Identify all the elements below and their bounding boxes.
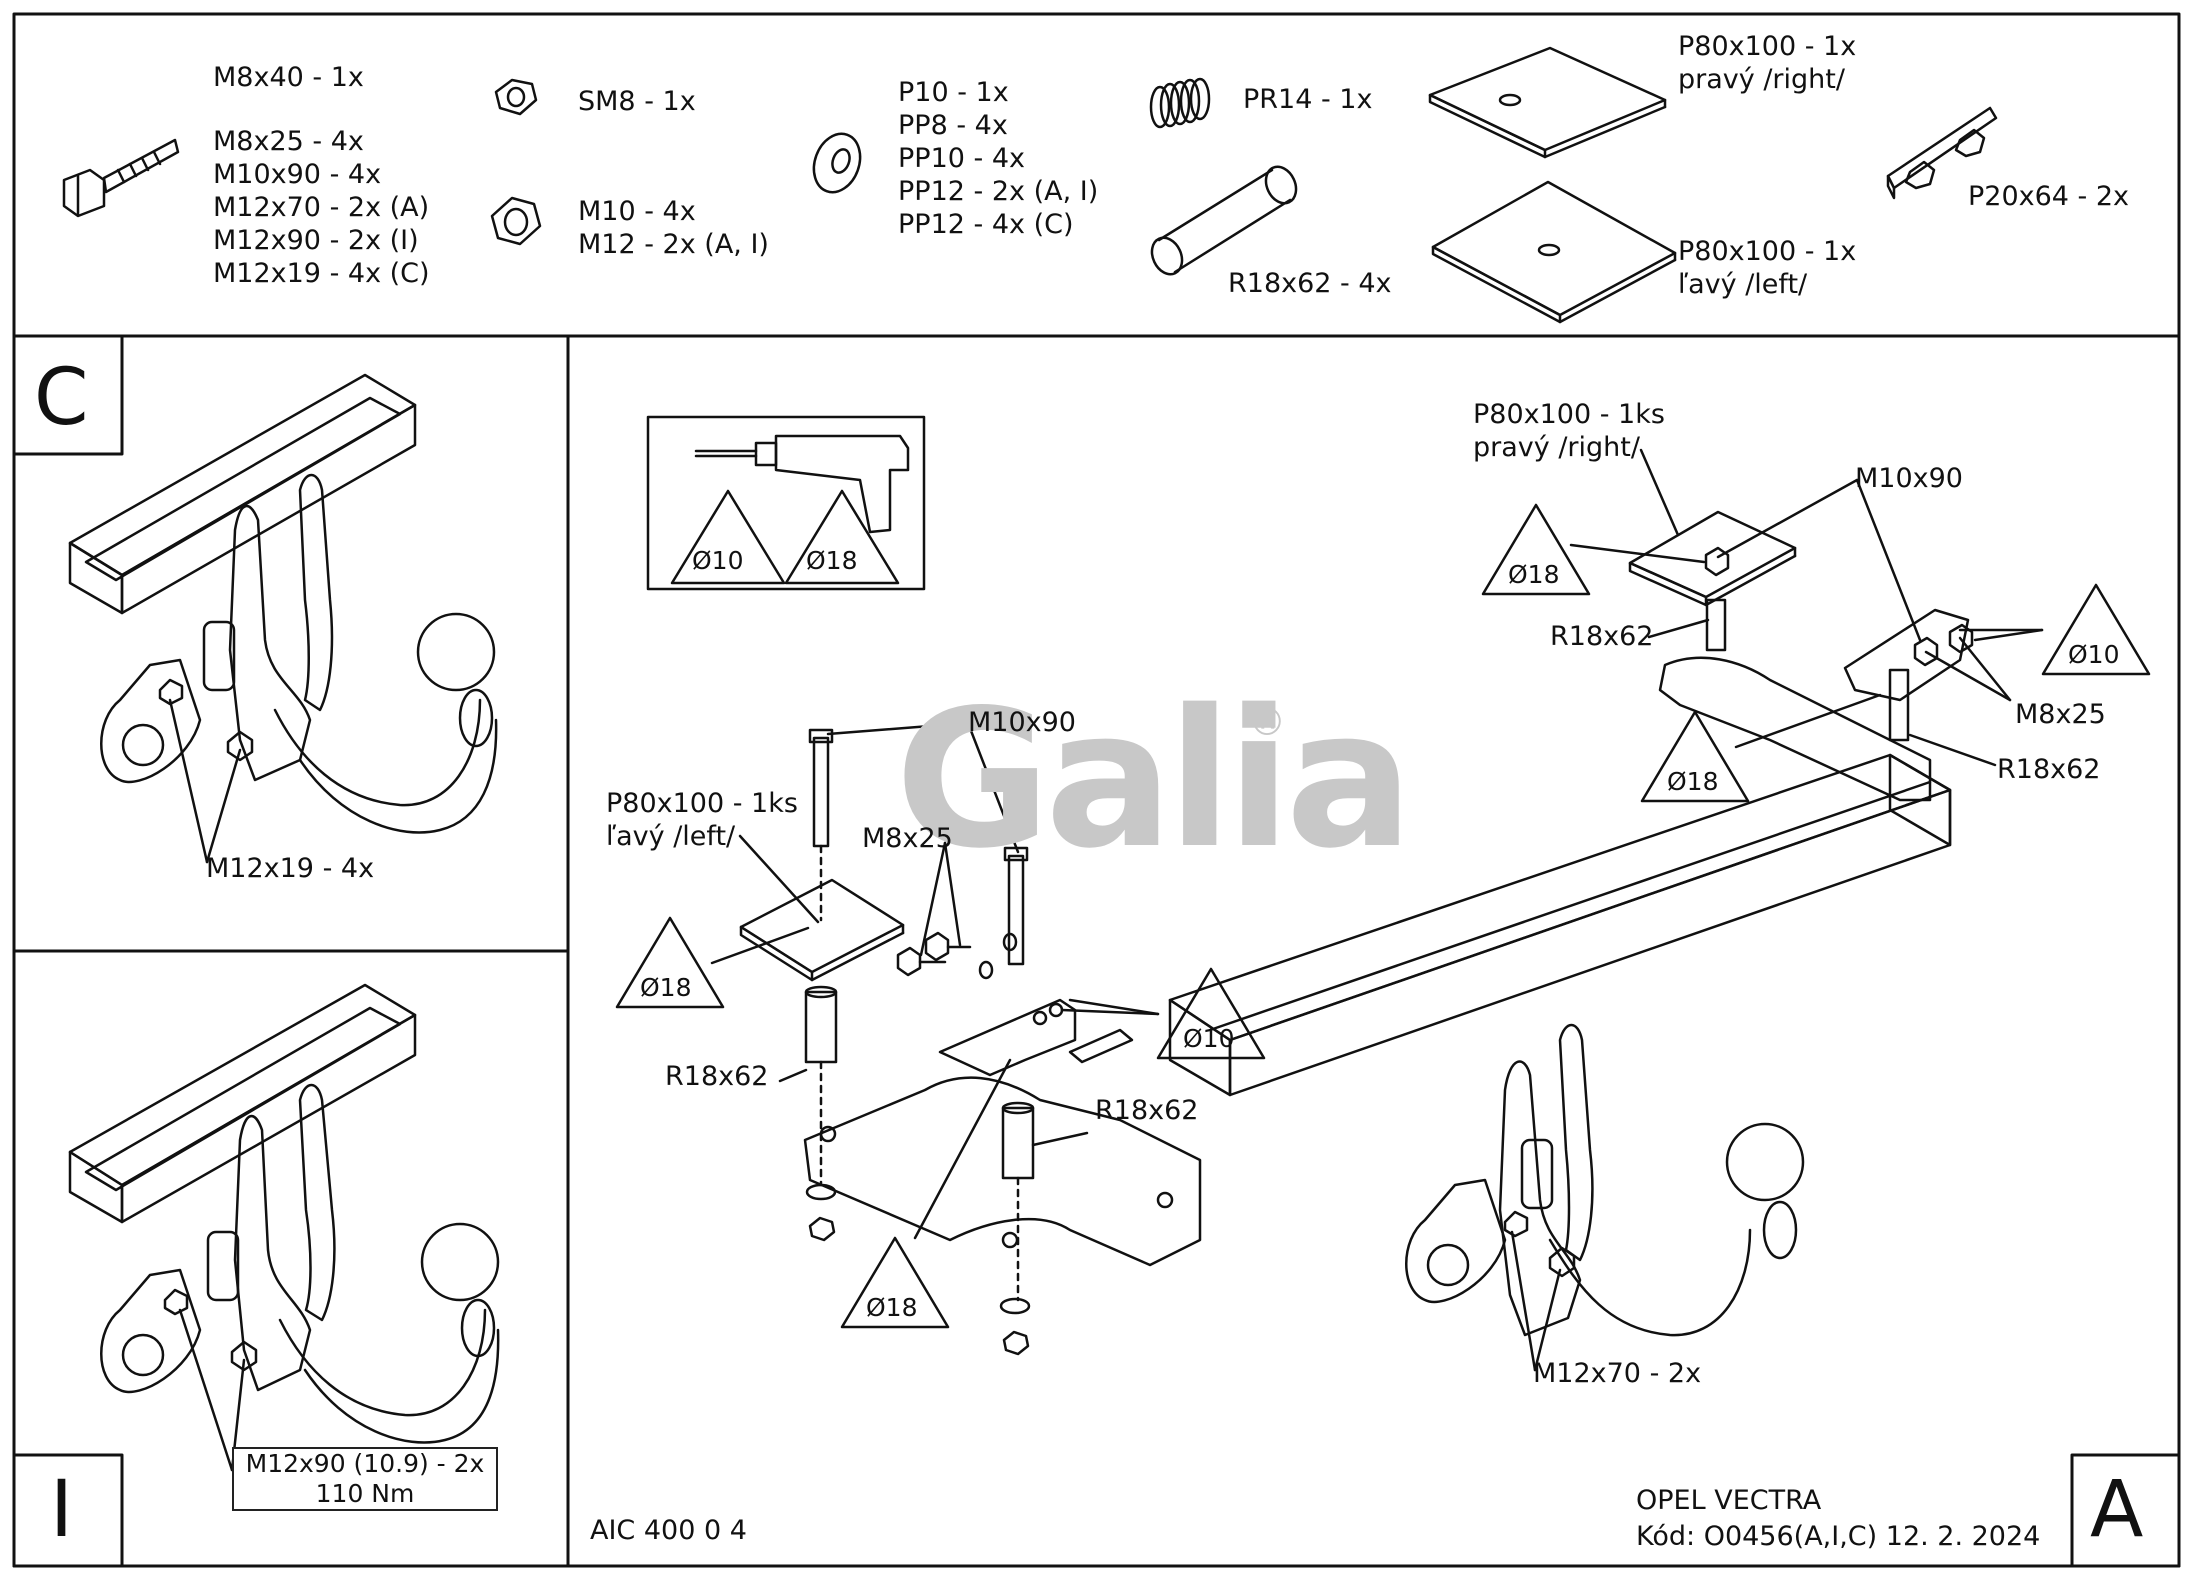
washer-p10-label: P10 - 1x	[898, 77, 1009, 108]
panel-a-drawing	[615, 448, 2151, 1372]
left-spacer1-label: R18x62	[665, 1061, 769, 1092]
right-spacer2-label: R18x62	[1997, 754, 2101, 785]
product-code: AIC 400 0 4	[590, 1515, 747, 1546]
plate-right-label: P80x100 - 1x pravý /right/	[1678, 30, 1856, 96]
washer-pp8-label: PP8 - 4x	[898, 110, 1008, 141]
plate-left-icon	[1431, 180, 1677, 324]
bolt-m8x40-icon	[62, 138, 180, 218]
right-lower-tri: Ø18	[1667, 767, 1719, 796]
left-bottom-tri: Ø18	[866, 1293, 918, 1322]
nut-m10-icon	[490, 196, 542, 246]
right-bracket-tri: Ø10	[2068, 640, 2120, 669]
washer-pp12-ai-label: PP12 - 2x (A, I)	[898, 176, 1099, 207]
spring-label: PR14 - 1x	[1243, 84, 1373, 115]
panel-c-letter: C	[34, 353, 89, 443]
panel-a-letter: A	[2090, 1465, 2144, 1555]
right-plate-tri: Ø18	[1508, 560, 1560, 589]
panel-c-callout: M12x19 - 4x	[206, 853, 375, 884]
bracket-label: P20x64 - 2x	[1968, 181, 2130, 212]
right-plate-side: pravý /right/	[1473, 432, 1640, 463]
nut-m12-label: M12 - 2x (A, I)	[578, 229, 769, 260]
washer-icon	[812, 132, 862, 194]
right-small-bolt-label: M8x25	[2015, 699, 2106, 730]
drill-box	[646, 415, 926, 591]
nut-list: M10 - 4x M12 - 2x (A, I)	[578, 195, 769, 261]
right-spacer1-label: R18x62	[1550, 621, 1654, 652]
vehicle-name: OPEL VECTRA	[1636, 1485, 1822, 1516]
panel-i-bolt: M12x90 (10.9) - 2x	[245, 1449, 485, 1478]
right-bolt-label: M10x90	[1855, 463, 1963, 494]
panel-c-drawing	[68, 373, 498, 834]
right-plate-label: P80x100 - 1ks pravý /right/	[1473, 398, 1665, 464]
bolt-m8x25-label: M8x25 - 4x	[213, 126, 364, 157]
frame	[12, 12, 2181, 1568]
plate-right-icon	[1428, 46, 1667, 159]
left-plate-code: P80x100 - 1ks	[606, 788, 798, 819]
bolt-m12x19-label: M12x19 - 4x (C)	[213, 258, 430, 289]
left-bolt-label: M10x90	[968, 707, 1076, 738]
left-bracket-tri: Ø10	[1183, 1024, 1235, 1053]
bolt-m12x90-label: M12x90 - 2x (I)	[213, 225, 419, 256]
left-plate-side: ľavý /left/	[606, 821, 736, 852]
spring-icon	[1149, 77, 1211, 129]
panel-i-drawing	[68, 983, 500, 1472]
bolt-m12x70-label: M12x70 - 2x (A)	[213, 192, 430, 223]
nut-m10-label: M10 - 4x	[578, 196, 696, 227]
left-plate-label: P80x100 - 1ks ľavý /left/	[606, 787, 798, 853]
panel-i-callout: M12x90 (10.9) - 2x 110 Nm	[232, 1447, 498, 1511]
plate-left-code: P80x100 - 1x	[1678, 236, 1857, 267]
plate-left-label: P80x100 - 1x ľavý /left/	[1678, 235, 1856, 301]
plate-right-side: pravý /right/	[1678, 64, 1845, 95]
nut-sm8-label: SM8 - 1x	[578, 86, 696, 117]
left-plate-tri: Ø18	[640, 973, 692, 1002]
bolt-m8x40-label: M8x40 - 1x	[213, 62, 364, 93]
nut-sm8-icon	[494, 78, 538, 116]
bolt-m10x90-label: M10x90 - 4x	[213, 159, 382, 190]
ball-callout: M12x70 - 2x	[1533, 1358, 1702, 1389]
panel-i-torque: 110 Nm	[315, 1479, 415, 1508]
bracket-p20x64-icon	[1886, 106, 1998, 200]
drill-d10: Ø10	[692, 546, 744, 575]
document-code: Kód: O0456(A,I,C) 12. 2. 2024	[1636, 1521, 2041, 1552]
bolt-list: M8x25 - 4x M10x90 - 4x M12x70 - 2x (A) M…	[213, 125, 430, 290]
right-plate-code: P80x100 - 1ks	[1473, 399, 1665, 430]
washer-pp12-c-label: PP12 - 4x (C)	[898, 209, 1074, 240]
plate-right-code: P80x100 - 1x	[1678, 31, 1857, 62]
left-small-bolt-label: M8x25	[862, 823, 953, 854]
washer-pp10-label: PP10 - 4x	[898, 143, 1025, 174]
spacer-tube-icon	[1150, 165, 1298, 276]
panel-i-letter: I	[50, 1465, 74, 1555]
galia-logo: Galia	[895, 669, 1414, 890]
drill-d18: Ø18	[806, 546, 858, 575]
panel-c-leaders	[168, 698, 242, 864]
plate-left-side: ľavý /left/	[1678, 269, 1808, 300]
left-spacer2-label: R18x62	[1095, 1095, 1199, 1126]
registered-mark: ®	[1248, 700, 1286, 744]
washer-list: P10 - 1x PP8 - 4x PP10 - 4x PP12 - 2x (A…	[898, 76, 1098, 241]
spacer-label: R18x62 - 4x	[1228, 268, 1392, 299]
